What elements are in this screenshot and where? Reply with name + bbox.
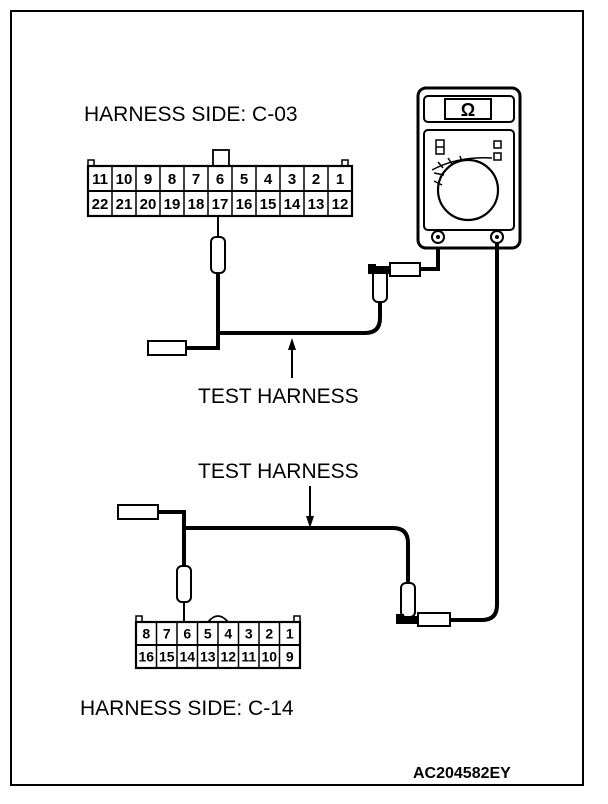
connector-c03-pin-3: 3 [288,171,296,188]
connector-c14-pin-13: 13 [200,649,216,665]
connector-c03-pin-13: 13 [308,196,325,213]
connector-c03-pin-14: 14 [284,196,301,213]
connector-c03-pin-17: 17 [212,196,229,213]
probe-c03 [210,216,226,274]
connector-c03-pin-10: 10 [116,171,133,188]
connector-c03-pin-8: 8 [168,171,176,188]
connector-c14-pin-11: 11 [241,649,256,665]
connector-c03-pin-11: 11 [92,171,108,188]
test-harness-wire-top [147,237,440,356]
harness-plug [147,340,187,356]
connector-c03-pin-5: 5 [240,171,248,188]
connector-c03-pin-9: 9 [144,171,152,188]
connector-c03-pin-7: 7 [192,171,200,188]
harness-side-c03-label: HARNESS SIDE: C-03 [84,103,298,126]
connector-c03-pin-6: 6 [216,171,224,188]
connector-c03-pin-20: 20 [140,196,157,213]
connector-c14-pin-9: 9 [286,649,294,665]
connector-c14-pin-5: 5 [204,626,212,642]
connector-c14-pin-15: 15 [159,649,175,665]
connector-c14-pin-2: 2 [265,626,273,642]
test-harness-label-top: TEST HARNESS [198,385,359,408]
meter-display [444,98,492,120]
connector-c03-pin-2: 2 [312,171,320,188]
connector-c03-pin-1: 1 [336,171,344,188]
meter-lead-plug [389,262,421,277]
connector-latch [207,615,229,623]
test-harness-label-bottom: TEST HARNESS [198,460,359,483]
connector-c14-pin-7: 7 [163,626,171,642]
figure-code: AC204582EY [413,765,511,782]
connector-c14-pin-6: 6 [183,626,191,642]
connector-c14-pin-12: 12 [220,649,236,665]
connector-c03-pin-15: 15 [260,196,277,213]
connector-c03-pin-16: 16 [236,196,253,213]
ohmmeter: Ω [416,86,522,250]
selector-dial [436,158,500,222]
probe-c14 [176,565,192,603]
connector-latch [212,149,230,167]
connector-c03-pin-4: 4 [264,171,273,188]
connector-c03-pin-19: 19 [164,196,181,213]
connector-c14-pin-1: 1 [286,626,294,642]
connector-c03-pin-22: 22 [92,196,109,213]
connector-c14-pin-4: 4 [224,626,232,642]
figure-frame [10,10,584,786]
connector-c14-pin-3: 3 [245,626,253,642]
test-harness-wire-bottom [117,504,451,627]
harness-plug-bottom [117,504,159,520]
connector-c03-pin-18: 18 [188,196,205,213]
meter-lead-right [450,243,499,622]
connector-c03-pin-21: 21 [116,196,133,213]
connector-c14-pin-8: 8 [142,626,150,642]
connector-c14-pin-14: 14 [179,649,195,665]
connector-c14-pin-16: 16 [138,649,154,665]
ohm-symbol-icon: Ω [461,100,475,120]
harness-side-c14-label: HARNESS SIDE: C-14 [80,697,294,720]
connector-c03-pin-12: 12 [332,196,349,213]
connector-c14-pin-10: 10 [261,649,277,665]
